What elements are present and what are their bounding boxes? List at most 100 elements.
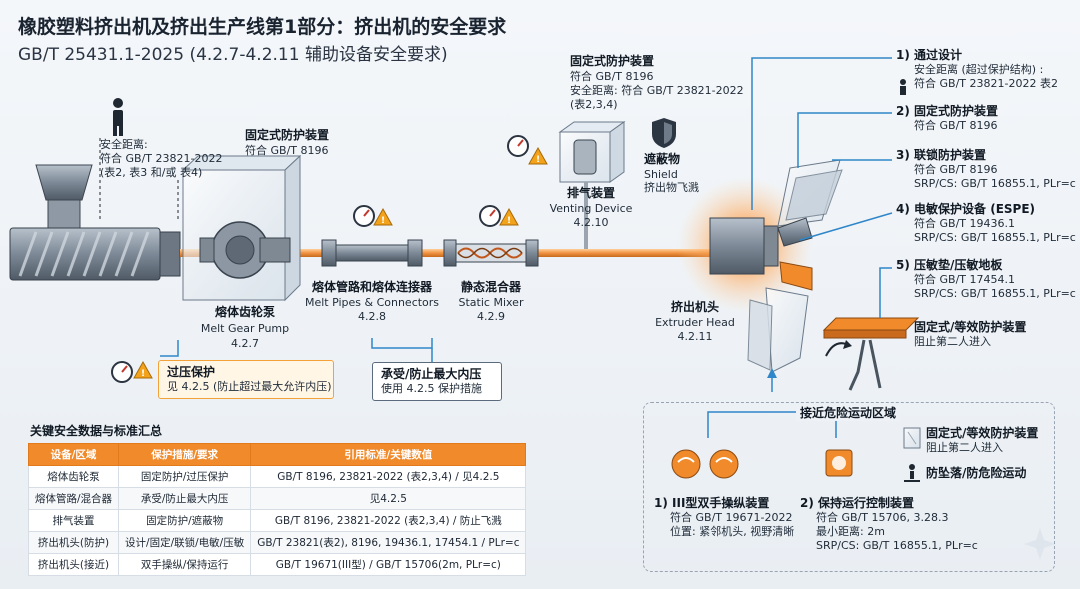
hold-run-line: 符合 GB/T 15706, 3.28.3 bbox=[816, 511, 949, 524]
person-icon bbox=[113, 98, 123, 136]
approach-zone bbox=[643, 402, 1055, 572]
right-item-3: 3) 联锁防护装置 符合 GB/T 8196 SRP/CS: GB/T 1685… bbox=[896, 148, 1076, 191]
table-cell: 熔体齿轮泵 bbox=[27, 465, 120, 488]
venting-distance-line1: 安全距离: 符合 GB/T 23821-2022 bbox=[570, 84, 744, 97]
summary-header: 引用标准/关键数值 bbox=[250, 443, 527, 466]
venting-clause: 4.2.10 bbox=[573, 216, 609, 229]
table-cell: 设计/固定/联锁/电敏/压敏 bbox=[118, 531, 252, 554]
fixed-guard-right-text: 阻止第二人进入 bbox=[914, 335, 991, 348]
right-item-2: 2) 固定式防护装置 符合 GB/T 8196 bbox=[896, 104, 998, 133]
pipes-name: 熔体管路和熔体连接器 bbox=[311, 280, 432, 294]
max-pressure-title: 承受/防止最大内压 bbox=[381, 367, 482, 381]
pressure-mat bbox=[822, 317, 920, 391]
table-row: 挤出机头(接近) 双手操纵/保持运行 GB/T 19671(III型) / GB… bbox=[27, 553, 527, 576]
fixed-guard-right: 固定式/等效防护装置 阻止第二人进入 bbox=[914, 320, 1026, 349]
venting-guard-std: 符合 GB/T 8196 bbox=[570, 70, 654, 83]
zone-legend-guard: 固定式/等效防护装置 阻止第二人进入 bbox=[926, 426, 1038, 455]
svg-text:!: ! bbox=[536, 155, 540, 165]
table-row: 挤出机头(防护) 设计/固定/联锁/电敏/压敏 GB/T 23821(表2), … bbox=[27, 531, 527, 554]
table-row: 排气装置 固定防护/遮蔽物 GB/T 8196, 23821-2022 (表2,… bbox=[27, 509, 527, 532]
item-num: 3) bbox=[896, 148, 910, 162]
table-cell: 挤出机头(接近) bbox=[27, 553, 120, 576]
item-num: 1) bbox=[896, 48, 910, 62]
page-title: 橡胶塑料挤出机及挤出生产线第1部分：挤出机的安全要求 bbox=[18, 16, 507, 38]
head-clause: 4.2.11 bbox=[677, 330, 713, 343]
person-icon bbox=[900, 79, 906, 95]
right-item-1: 1) 通过设计 安全距离 (超过保护结构) : 符合 GB/T 23821-20… bbox=[896, 48, 1058, 91]
table-cell: 熔体管路/混合器 bbox=[27, 487, 120, 510]
gear-pump-name: 熔体齿轮泵 bbox=[214, 305, 275, 319]
overpressure-callout: 过压保护 见 4.2.5 (防止超过最大允许内压) bbox=[158, 360, 334, 399]
table-row: 熔体齿轮泵 固定防护/过压保护 GB/T 8196, 23821-2022 (表… bbox=[27, 465, 527, 488]
table-cell: GB/T 8196, 23821-2022 (表2,3,4) / 见4.2.5 bbox=[250, 465, 527, 488]
item-title: 电敏保护设备 (ESPE) bbox=[914, 202, 1036, 216]
extruder-head bbox=[709, 217, 779, 275]
summary-header: 保护措施/要求 bbox=[118, 443, 252, 466]
hold-to-run-icon bbox=[825, 449, 853, 477]
venting-guard bbox=[558, 121, 626, 249]
table-cell: 排气装置 bbox=[27, 509, 120, 532]
hold-run-line: 最小距离: 2m bbox=[816, 525, 885, 538]
item-line: 符合 GB/T 17454.1 bbox=[914, 273, 1015, 286]
hold-run-title: 2) 保持运行控制装置 bbox=[800, 496, 915, 510]
two-hand-control-icon bbox=[671, 449, 739, 479]
shield-name-en: Shield bbox=[644, 168, 678, 181]
item-num: 5) bbox=[896, 258, 910, 272]
warning-icon: ! ! ! ! bbox=[133, 146, 548, 379]
zone-legend-fall: 防坠落/防危险运动 bbox=[926, 466, 1027, 480]
overpressure-text: 见 4.2.5 (防止超过最大允许内压) bbox=[167, 380, 332, 393]
summary-title: 关键安全数据与标准汇总 bbox=[30, 424, 163, 438]
extruder-barrel bbox=[9, 227, 181, 281]
venting-name: 排气装置 bbox=[566, 186, 615, 200]
safety-distance-line1: 符合 GB/T 23821-2022 bbox=[100, 152, 223, 165]
sparkle-icon bbox=[1024, 528, 1056, 560]
two-hand-control: 1) III型双手操纵装置 符合 GB/T 19671-2022 位置: 紧邻机… bbox=[654, 496, 794, 539]
table-cell: 见4.2.5 bbox=[250, 487, 527, 510]
venting-name-en: Venting Device bbox=[549, 202, 633, 215]
safety-distance-label: 安全距离: bbox=[100, 138, 148, 151]
gear-pump-guard-title: 固定式防护装置 bbox=[245, 128, 330, 142]
shield-icon bbox=[652, 118, 676, 148]
pipes-clause: 4.2.8 bbox=[358, 310, 386, 323]
fixed-guard-right-title: 固定式/等效防护装置 bbox=[914, 320, 1027, 334]
static-mixer bbox=[443, 239, 539, 267]
shield-text: 挤出物飞溅 bbox=[644, 181, 699, 194]
summary-table: 设备/区域 保护措施/要求 引用标准/关键数值 熔体齿轮泵 固定防护/过压保护 … bbox=[27, 443, 527, 576]
mixer-clause: 4.2.9 bbox=[477, 310, 505, 323]
fall-prevention-icon bbox=[904, 464, 920, 482]
two-hand-line: 位置: 紧邻机头, 视野清晰 bbox=[670, 525, 795, 538]
right-item-5: 5) 压敏垫/压敏地板 符合 GB/T 17454.1 SRP/CS: GB/T… bbox=[896, 258, 1076, 301]
svg-text:!: ! bbox=[141, 369, 145, 379]
callout-lines bbox=[160, 57, 893, 438]
table-cell: 固定防护/过压保护 bbox=[118, 465, 252, 488]
head-name-en: Extruder Head bbox=[655, 316, 735, 329]
mixer-name: 静态混合器 bbox=[460, 280, 521, 294]
item-line: 符合 GB/T 8196 bbox=[914, 119, 998, 132]
item-line: SRP/CS: GB/T 16855.1, PLr=c bbox=[914, 177, 1076, 190]
approach-zone-title: 接近危险运动区域 bbox=[796, 406, 901, 421]
table-cell: 挤出机头(防护) bbox=[27, 531, 120, 554]
item-line: 符合 GB/T 23821-2022 表2 bbox=[914, 77, 1058, 90]
safety-distance-line2: (表2, 表3 和/或 表4) bbox=[100, 166, 203, 179]
mixer-name-en: Static Mixer bbox=[458, 296, 524, 309]
overpressure-title: 过压保护 bbox=[167, 365, 216, 379]
summary-header: 设备/区域 bbox=[27, 443, 120, 466]
head-name: 挤出机头 bbox=[670, 300, 719, 314]
hold-run-line: SRP/CS: GB/T 16855.1, PLr=c bbox=[816, 539, 978, 552]
item-title: 联锁防护装置 bbox=[914, 148, 987, 162]
venting-guard-title: 固定式防护装置 bbox=[570, 54, 655, 68]
max-pressure-box: 承受/防止最大内压 使用 4.2.5 保护措施 bbox=[372, 362, 502, 401]
table-cell: GB/T 8196, 23821-2022 (表2,3,4) / 防止飞溅 bbox=[250, 509, 527, 532]
two-hand-title: 1) III型双手操纵装置 bbox=[654, 496, 770, 510]
item-num: 2) bbox=[896, 104, 910, 118]
item-title: 压敏垫/压敏地板 bbox=[914, 258, 1003, 272]
fixed-guard-legend-icon bbox=[903, 427, 921, 449]
zone-legend-guard-title: 固定式/等效防护装置 bbox=[926, 426, 1039, 440]
gear-pump-guard bbox=[181, 154, 302, 302]
item-line: SRP/CS: GB/T 16855.1, PLr=c bbox=[914, 231, 1076, 244]
item-line: SRP/CS: GB/T 16855.1, PLr=c bbox=[914, 287, 1076, 300]
pressure-gauge-icon bbox=[111, 135, 529, 383]
pipes-name-en: Melt Pipes & Connectors bbox=[304, 296, 440, 309]
